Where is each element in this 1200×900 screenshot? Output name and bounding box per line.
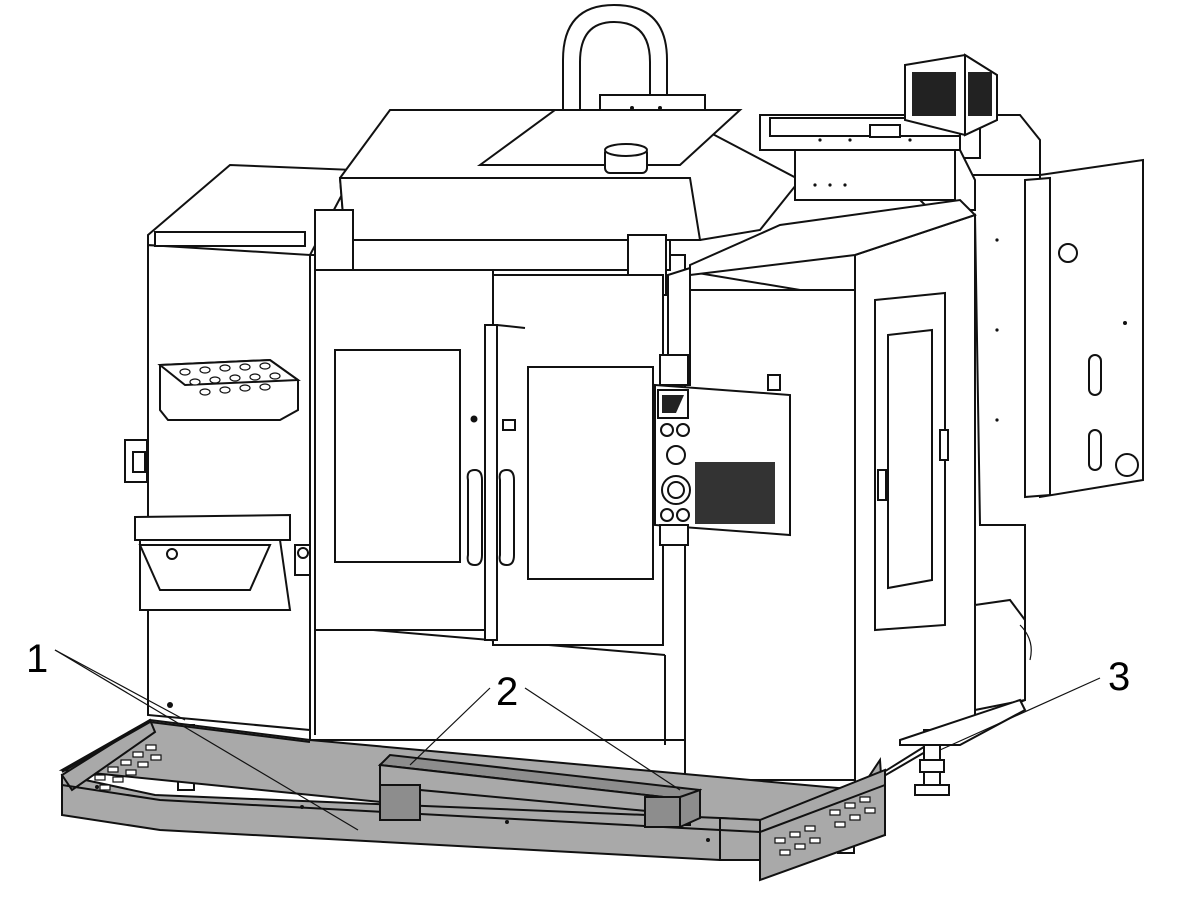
callout-1: 1 [26, 637, 48, 681]
right-side-enclosure [679, 213, 1032, 792]
callout-2: 2 [496, 670, 518, 714]
spindle-housing [338, 109, 802, 241]
leader-1a [54, 649, 359, 831]
right-door [484, 274, 664, 646]
leader-2b [524, 687, 681, 791]
tool-tray [157, 358, 301, 421]
air-gun-box [134, 513, 292, 611]
control-pendant [654, 266, 791, 546]
left-door [314, 269, 494, 631]
leader-2a [409, 687, 491, 766]
left-side-enclosure [124, 163, 357, 732]
callout-3: 3 [1108, 655, 1130, 699]
right-roof [689, 149, 977, 277]
leader-3 [939, 677, 1101, 751]
vent-box [904, 53, 998, 137]
cabinet-door [1024, 158, 1144, 499]
leader-1b [54, 649, 186, 721]
callout-leaders [54, 649, 1101, 831]
lifting-blocks [377, 753, 703, 829]
